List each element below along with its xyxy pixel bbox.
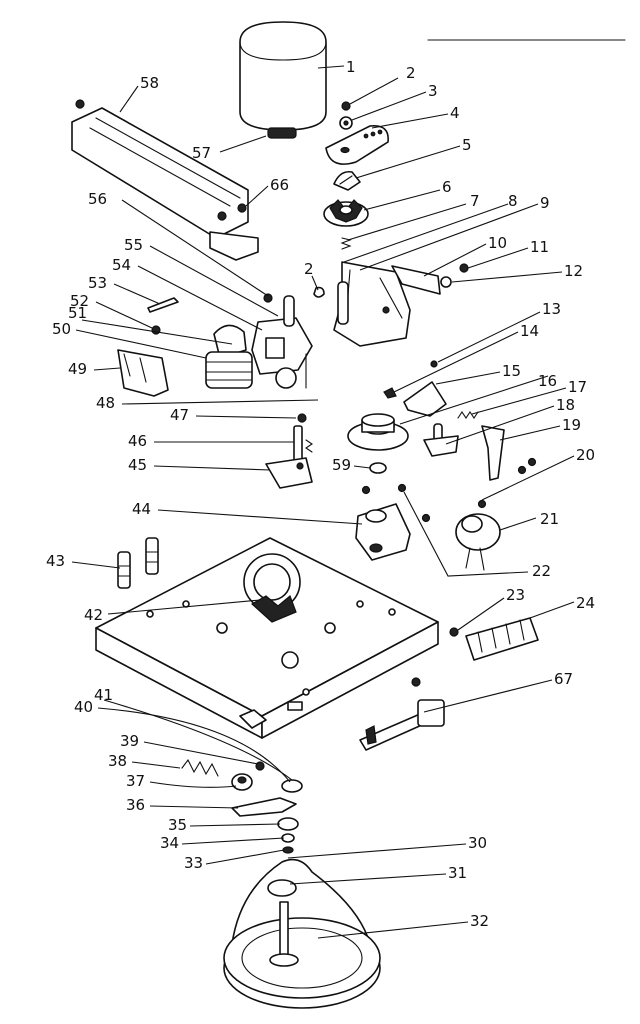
part-45-46-shaft-plate (265, 425, 313, 489)
part-20-screws (517, 457, 537, 475)
part-43-connectors (117, 537, 159, 589)
callout-35: 35 (168, 816, 187, 834)
part-33-41-washers (277, 779, 303, 854)
part-6-gear (323, 199, 369, 227)
part-53-strip (147, 297, 179, 313)
callout-8: 8 (508, 192, 518, 210)
callout-40: 40 (74, 698, 93, 716)
callout-44: 44 (132, 500, 151, 518)
part-4-plate (325, 125, 389, 165)
callout-2-second: 2 (304, 260, 314, 278)
part-16-pulley (347, 413, 409, 451)
callout-31: 31 (448, 864, 467, 882)
callout-55: 55 (124, 236, 143, 254)
callout-54: 54 (112, 256, 131, 274)
part-10-lever (391, 265, 441, 295)
callout-10: 10 (488, 234, 507, 252)
callout-33: 33 (184, 854, 203, 872)
part-44-bearing-block (355, 503, 411, 561)
callout-48: 48 (96, 394, 115, 412)
callout-58: 58 (140, 74, 159, 92)
part-49-bracket (117, 349, 169, 397)
callout-67: 67 (554, 670, 573, 688)
callout-42: 42 (84, 606, 103, 624)
part-36-39-linkage (181, 758, 297, 817)
callout-16: 16 (538, 372, 557, 390)
callout-66: 66 (270, 176, 289, 194)
callout-1: 1 (346, 58, 356, 76)
callout-11: 11 (530, 238, 549, 256)
callout-24: 24 (576, 594, 595, 612)
callout-14: 14 (520, 322, 539, 340)
callout-59: 59 (332, 456, 351, 474)
callout-49: 49 (68, 360, 87, 378)
callout-22: 22 (532, 562, 551, 580)
part-7-spring (340, 237, 352, 250)
leader-lines (71, 65, 575, 939)
callout-43: 43 (46, 552, 65, 570)
part-2-3-screw-washer (339, 101, 353, 130)
part-59-washer (369, 462, 387, 474)
callout-53: 53 (88, 274, 107, 292)
part-8-9-frame (333, 261, 411, 347)
callout-32: 32 (470, 912, 489, 930)
callout-19: 19 (562, 416, 581, 434)
callout-34: 34 (160, 834, 179, 852)
callout-36: 36 (126, 796, 145, 814)
part-21-motor (455, 499, 501, 571)
callout-23: 23 (506, 586, 525, 604)
part-5-clip (333, 170, 361, 191)
callout-41: 41 (94, 686, 113, 704)
callout-15: 15 (502, 362, 521, 380)
callout-17: 17 (568, 378, 587, 396)
callouts: 1 2 3 4 5 6 7 8 9 10 11 12 2 13 14 15 16… (46, 58, 595, 930)
callout-57: 57 (192, 144, 211, 162)
callout-39: 39 (120, 732, 139, 750)
part-18-plate (423, 423, 459, 457)
part-50-51-coil (205, 324, 253, 389)
part-67-slide-arm (359, 677, 445, 751)
callout-9: 9 (540, 194, 550, 212)
callout-30: 30 (468, 834, 487, 852)
chassis-plate (95, 537, 439, 739)
part-19-arm (481, 425, 505, 481)
part-24-terminal-strip (465, 617, 539, 661)
part-11-12-screw-washer (440, 263, 469, 288)
part-13-14-15-lever (383, 360, 447, 417)
callout-12: 12 (564, 262, 583, 280)
callout-56: 56 (88, 190, 107, 208)
part-17-spring (457, 411, 479, 419)
part-58-bracket (71, 99, 259, 261)
callout-2: 2 (406, 64, 416, 82)
callout-4: 4 (450, 104, 460, 122)
callout-5: 5 (462, 136, 472, 154)
callout-52: 52 (70, 292, 89, 310)
callout-3: 3 (428, 82, 438, 100)
part-30-32-flywheel-belt (223, 858, 381, 1009)
part-23-screw (449, 627, 459, 637)
callout-7: 7 (470, 192, 480, 210)
part-47-screw (297, 413, 307, 423)
part-54-55-56-mount (251, 293, 313, 389)
callout-50: 50 (52, 320, 71, 338)
callout-47: 47 (170, 406, 189, 424)
callout-45: 45 (128, 456, 147, 474)
callout-13: 13 (542, 300, 561, 318)
callout-18: 18 (556, 396, 575, 414)
callout-21: 21 (540, 510, 559, 528)
callout-51: 51 (68, 304, 87, 322)
callout-20: 20 (576, 446, 595, 464)
callout-6: 6 (442, 178, 452, 196)
callout-37: 37 (126, 772, 145, 790)
callout-46: 46 (128, 432, 147, 450)
part-22-screws (361, 483, 431, 523)
part-2-clip (313, 286, 325, 298)
callout-38: 38 (108, 752, 127, 770)
part-1-motor-cylinder (239, 21, 327, 139)
